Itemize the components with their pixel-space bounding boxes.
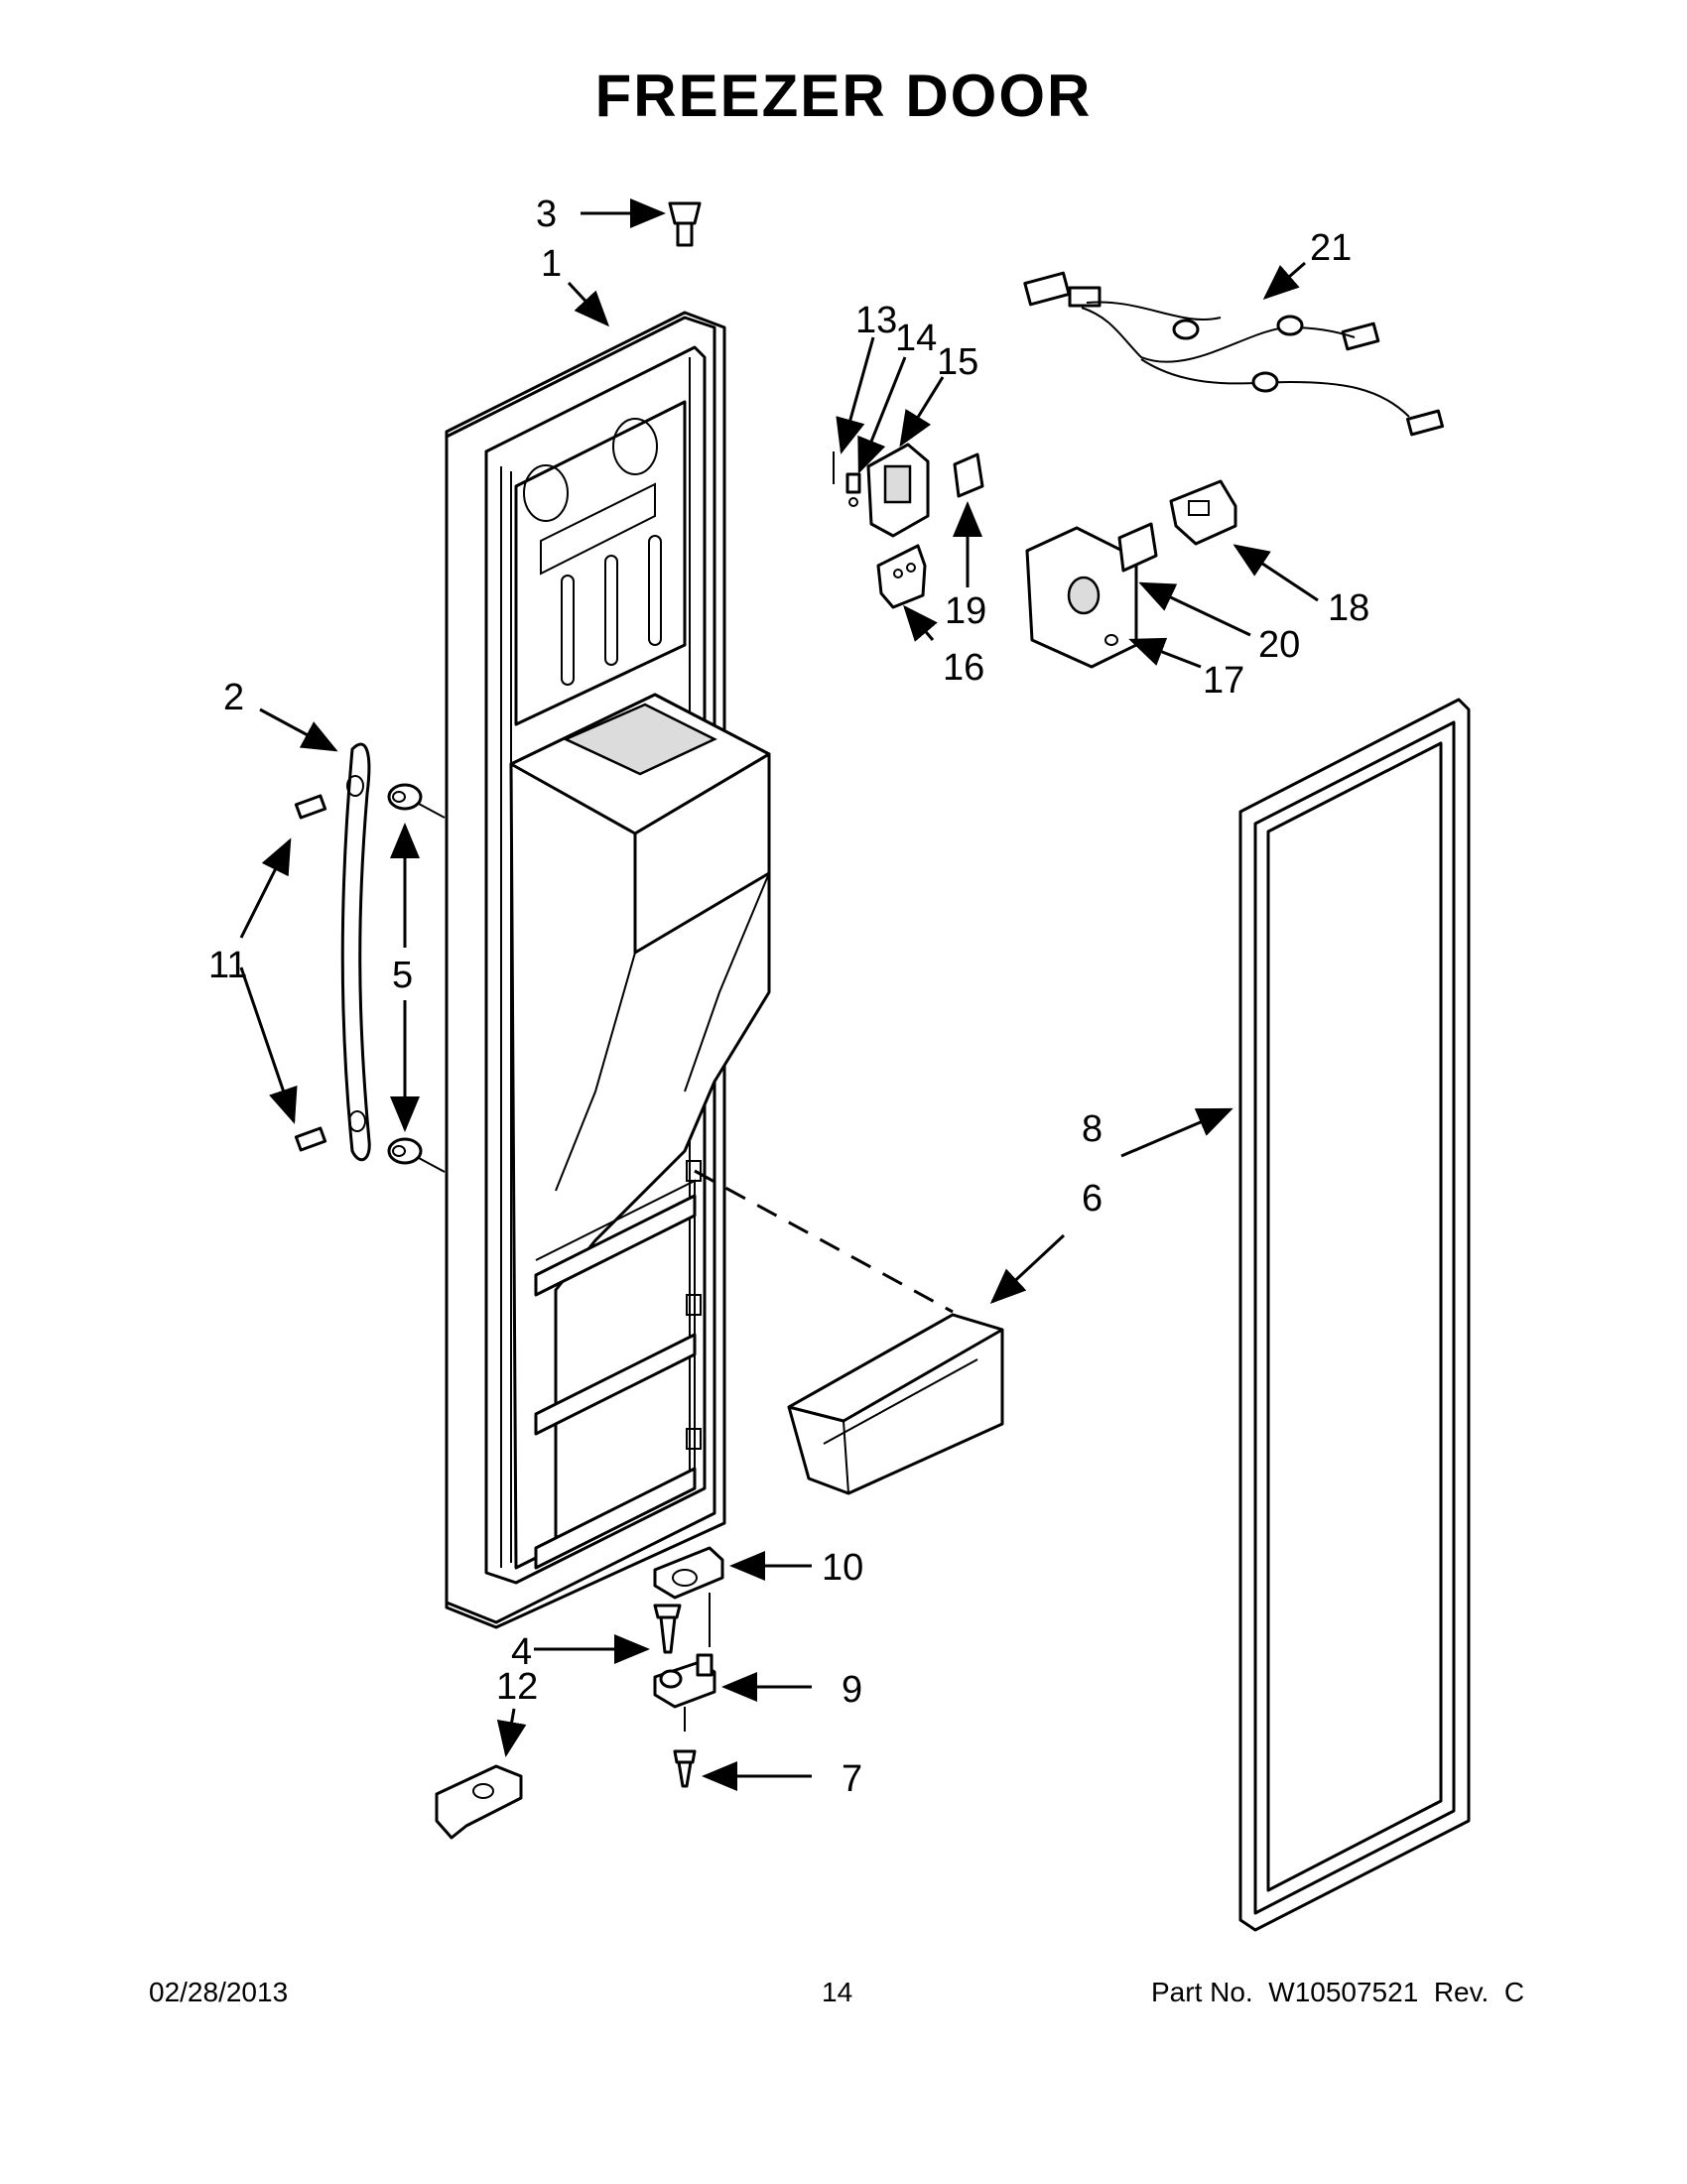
footer-date: 02/28/2013 (149, 1977, 289, 2007)
board-part-18 (1169, 479, 1237, 546)
bracket-part-20 (1117, 522, 1158, 573)
footer-page-number: 14 (822, 1977, 853, 2007)
hinge-part-9 (653, 1653, 716, 1732)
callout-7: 7 (842, 1758, 862, 1800)
footer-part-number: Part No. W10507521 Rev. C (1151, 1977, 1525, 2007)
callout-12: 12 (496, 1666, 538, 1708)
callout-3: 3 (536, 193, 557, 235)
callout-16: 16 (943, 647, 984, 689)
callout-labels: 3 1 2 11 5 21 13 14 15 19 16 18 20 17 8 … (208, 193, 1369, 1800)
module-housing-part-17 (1025, 526, 1138, 669)
callout-13: 13 (855, 300, 897, 341)
callout-4: 4 (511, 1631, 532, 1673)
callout-2: 2 (223, 677, 244, 718)
callout-21: 21 (1310, 227, 1352, 269)
screw-part-7 (673, 1749, 697, 1788)
page-title: FREEZER DOOR (594, 63, 1093, 129)
callout-6: 6 (1082, 1178, 1103, 1220)
freezer-door-panel (445, 311, 771, 1629)
screw-part-4 (653, 1604, 682, 1654)
bracket-part-12 (435, 1764, 523, 1840)
callout-18: 18 (1328, 587, 1369, 629)
hinge-cover-part-10 (653, 1546, 724, 1647)
callout-14: 14 (895, 318, 937, 359)
callout-5: 5 (392, 955, 413, 996)
part-19 (953, 452, 984, 498)
callout-15: 15 (937, 341, 978, 383)
callout-17: 17 (1203, 660, 1244, 702)
callout-19: 19 (945, 590, 986, 632)
callout-20: 20 (1258, 624, 1300, 666)
dispenser-switch-parts-13-15 (833, 443, 930, 538)
handle-screws-part-11 (294, 794, 327, 1152)
callout-9: 9 (842, 1669, 862, 1711)
leader-lines (239, 198, 1319, 1791)
top-plug-part-3 (668, 201, 702, 247)
callout-10: 10 (822, 1547, 863, 1589)
door-bin-part-6 (787, 1313, 1004, 1495)
wire-harness-part-21 (1023, 271, 1445, 437)
part-16 (876, 544, 927, 609)
door-handle-part-2 (340, 742, 371, 1162)
callout-8: 8 (1082, 1108, 1103, 1150)
callout-1: 1 (541, 243, 562, 285)
handle-spacers-part-5 (387, 783, 446, 1173)
door-gasket-part-8 (1238, 698, 1471, 1932)
callout-11: 11 (208, 945, 247, 986)
